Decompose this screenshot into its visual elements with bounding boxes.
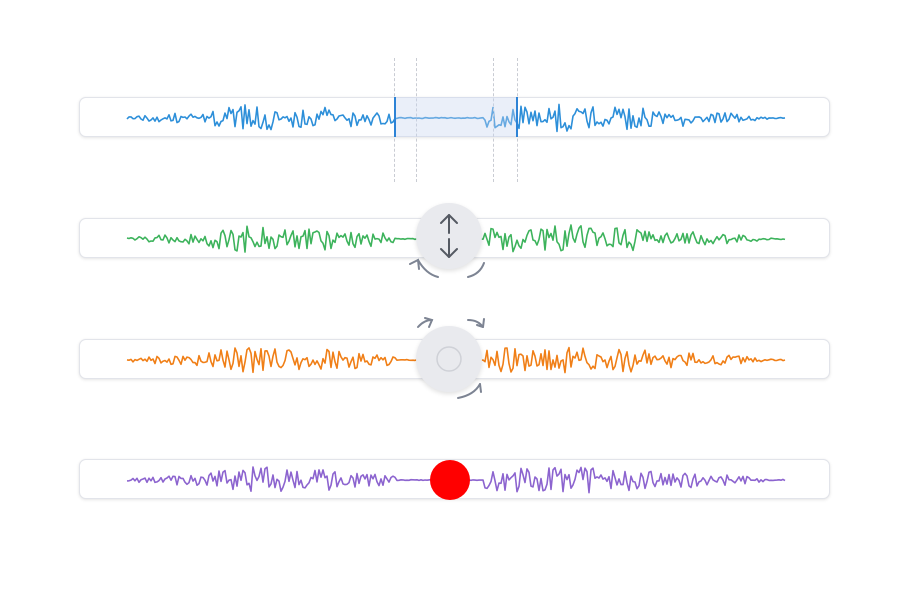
arc-right-lower-arrowhead xyxy=(476,318,485,328)
selection-guide-right-inner xyxy=(493,58,494,182)
rotate-button[interactable] xyxy=(416,326,482,392)
arc-left-upper-arrowhead xyxy=(409,258,420,270)
selection-guide-left-inner xyxy=(416,58,417,182)
track-blue[interactable] xyxy=(79,97,830,137)
up-down-arrows-icon xyxy=(440,214,458,258)
arc-left-lower-arrowhead xyxy=(424,317,434,328)
waveform-blue xyxy=(126,103,786,133)
arc-bottom xyxy=(457,383,481,399)
waveform-path xyxy=(126,103,786,133)
arc-bottom-arrowhead xyxy=(479,383,482,393)
rotation-arcs xyxy=(409,258,485,399)
swap-tracks-button[interactable] xyxy=(416,203,482,269)
selection-region[interactable] xyxy=(394,97,518,137)
selection-handle-left[interactable] xyxy=(394,97,396,137)
record-button[interactable] xyxy=(430,460,470,500)
arc-left-upper xyxy=(417,259,439,278)
rotate-arrows-icon xyxy=(436,346,462,372)
arc-right-upper xyxy=(467,262,485,278)
selection-handle-right[interactable] xyxy=(516,97,518,137)
